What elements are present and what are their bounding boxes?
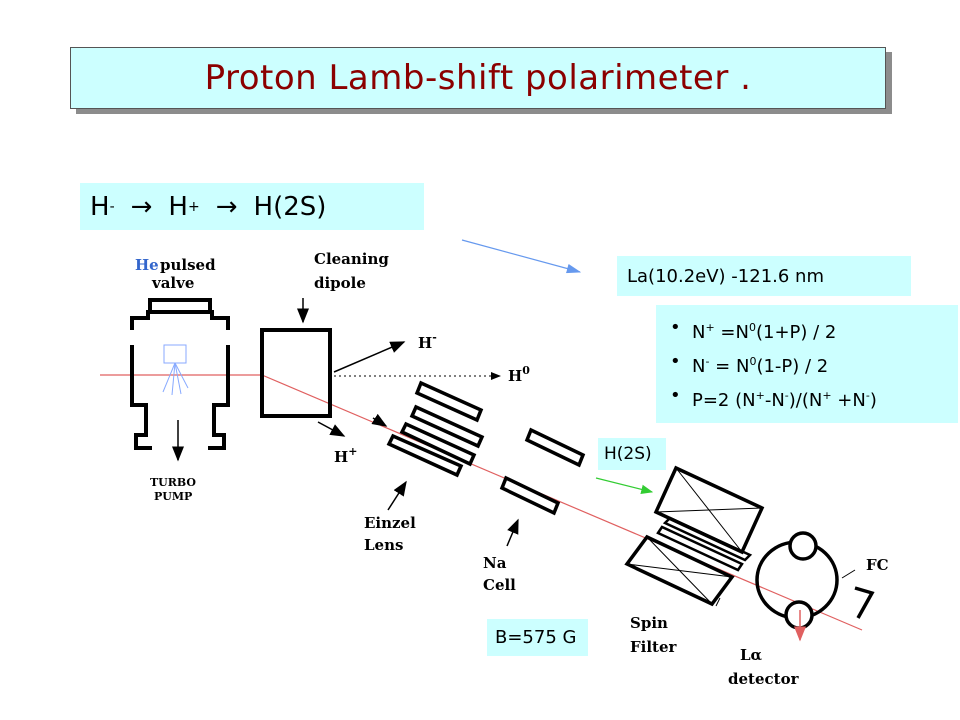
- label-cleaning: Cleaning: [314, 250, 389, 268]
- fc-label-arrow: [841, 569, 856, 579]
- label-he: He: [135, 256, 159, 274]
- label-filter: Filter: [630, 638, 678, 656]
- label-la: Lα: [740, 646, 763, 664]
- einzel-label-arrow: [387, 480, 407, 511]
- lyman-alpha-text: La(10.2eV) -121.6 nm: [627, 265, 824, 287]
- equation-n-plus: N+ =N0(1+P) / 2: [670, 313, 958, 347]
- spin-label-arrow: [715, 597, 721, 607]
- cleaning-dipole: [260, 328, 332, 418]
- label-spin: Spin: [630, 614, 668, 632]
- equation-list: N+ =N0(1+P) / 2 N- = N0(1-P) / 2 P=2 (N+…: [670, 313, 958, 415]
- nozzle-spray: [162, 362, 189, 396]
- magnetic-field-label: B=575 G: [487, 619, 588, 656]
- chain-h-minus: H: [90, 191, 110, 222]
- h2s-label-text: H(2S): [604, 444, 652, 464]
- chain-h-plus: H: [168, 191, 188, 222]
- chain-plus-sup: +: [187, 198, 200, 215]
- h-minus-arrow: [333, 341, 406, 373]
- label-lens: Lens: [364, 536, 403, 554]
- label-h-plus: H+: [334, 445, 357, 466]
- label-fc: FC: [866, 556, 889, 574]
- h-plus-arrow: [317, 421, 346, 437]
- reaction-chain: H- → H+ → H(2S): [80, 183, 424, 230]
- detector-bottom: [784, 600, 814, 630]
- label-valve: valve: [151, 274, 194, 292]
- na-label-arrow: [506, 518, 519, 547]
- label-einzel: Einzel: [364, 514, 416, 532]
- einzel-arrow: [371, 413, 388, 427]
- chain-minus-sup: -: [109, 198, 115, 215]
- label-h0: H0: [508, 364, 530, 385]
- faraday-cup: [854, 586, 875, 619]
- na-cell: [499, 427, 586, 516]
- chain-arrow-1: →: [130, 191, 153, 222]
- magnetic-field-text: B=575 G: [495, 627, 577, 648]
- label-pulsed: pulsed: [160, 256, 216, 274]
- spin-filter: [624, 465, 765, 607]
- label-detector: detector: [728, 670, 800, 688]
- label-h-minus: H-: [418, 331, 437, 352]
- page-title: Proton Lamb-shift polarimeter .: [204, 58, 752, 98]
- label-dipole: dipole: [314, 274, 366, 292]
- h2s-arrow: [595, 477, 654, 495]
- title-banner: Proton Lamb-shift polarimeter .: [70, 47, 886, 109]
- valve-nozzle: [163, 344, 187, 364]
- h2s-label: H(2S): [598, 438, 666, 470]
- equations-box: N+ =N0(1+P) / 2 N- = N0(1-P) / 2 P=2 (N+…: [656, 305, 958, 423]
- label-turbo: TURBO: [150, 476, 196, 489]
- blue-arrow: [461, 239, 582, 274]
- equation-polarization: P=2 (N+-N-)/(N+ +N-): [670, 381, 958, 415]
- equation-n-minus: N- = N0(1-P) / 2: [670, 347, 958, 381]
- label-pump: PUMP: [154, 490, 192, 503]
- label-cell: Cell: [483, 576, 516, 594]
- lyman-alpha-label: La(10.2eV) -121.6 nm: [617, 256, 911, 296]
- beam-line-diagonal: [261, 374, 863, 631]
- detector-top: [788, 531, 818, 561]
- source-chamber: [130, 298, 230, 450]
- chain-h2s: H(2S): [253, 191, 327, 222]
- chain-arrow-2: →: [215, 191, 238, 222]
- label-na: Na: [483, 554, 507, 572]
- einzel-lens: [386, 380, 485, 478]
